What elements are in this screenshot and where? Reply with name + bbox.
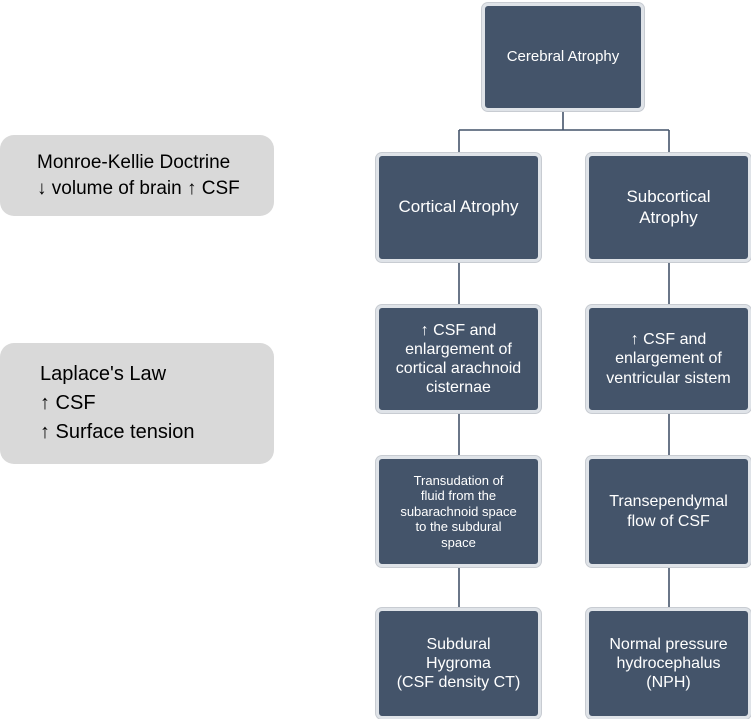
node-subcortical-csf-enlargement: ↑ CSF and enlargement of ventricular sis… bbox=[586, 305, 751, 413]
node-nph-label: Normal pressure hydrocephalus (NPH) bbox=[609, 635, 728, 692]
node-transependymal-flow: Transependymal flow of CSF bbox=[586, 456, 751, 567]
node-transependymal-label: Transependymal flow of CSF bbox=[609, 493, 728, 530]
monroe-kellie-note: Monroe-Kellie Doctrine ↓ volume of brain… bbox=[0, 135, 274, 216]
node-subcortical-csf-label: ↑ CSF and enlargement of ventricular sis… bbox=[606, 331, 731, 387]
node-cortical-atrophy: Cortical Atrophy bbox=[376, 153, 541, 262]
node-subdural-hygroma-label: Subdural Hygroma (CSF density CT) bbox=[396, 635, 521, 692]
node-cerebral-atrophy: Cerebral Atrophy bbox=[482, 3, 644, 111]
monroe-kellie-text: Monroe-Kellie Doctrine ↓ volume of brain… bbox=[37, 151, 240, 199]
node-subdural-hygroma: Subdural Hygroma (CSF density CT) bbox=[376, 608, 541, 719]
laplace-law-note: Laplace's Law ↑ CSF ↑ Surface tension bbox=[0, 343, 274, 464]
node-cortical-csf-enlargement: ↑ CSF and enlargement of cortical arachn… bbox=[376, 305, 541, 413]
node-cortical-csf-label: ↑ CSF and enlargement of cortical arachn… bbox=[395, 321, 522, 397]
node-subcortical-atrophy-label: Subcortical Atrophy bbox=[626, 187, 711, 227]
node-cortical-atrophy-label: Cortical Atrophy bbox=[398, 197, 519, 217]
node-transudation-label: Transudation of fluid from the subarachn… bbox=[400, 472, 517, 550]
laplace-law-text: Laplace's Law ↑ CSF ↑ Surface tension bbox=[40, 363, 195, 443]
node-transudation: Transudation of fluid from the subarachn… bbox=[376, 456, 541, 567]
node-normal-pressure-hydrocephalus: Normal pressure hydrocephalus (NPH) bbox=[586, 608, 751, 719]
node-cerebral-atrophy-label: Cerebral Atrophy bbox=[506, 48, 620, 65]
node-subcortical-atrophy: Subcortical Atrophy bbox=[586, 153, 751, 262]
